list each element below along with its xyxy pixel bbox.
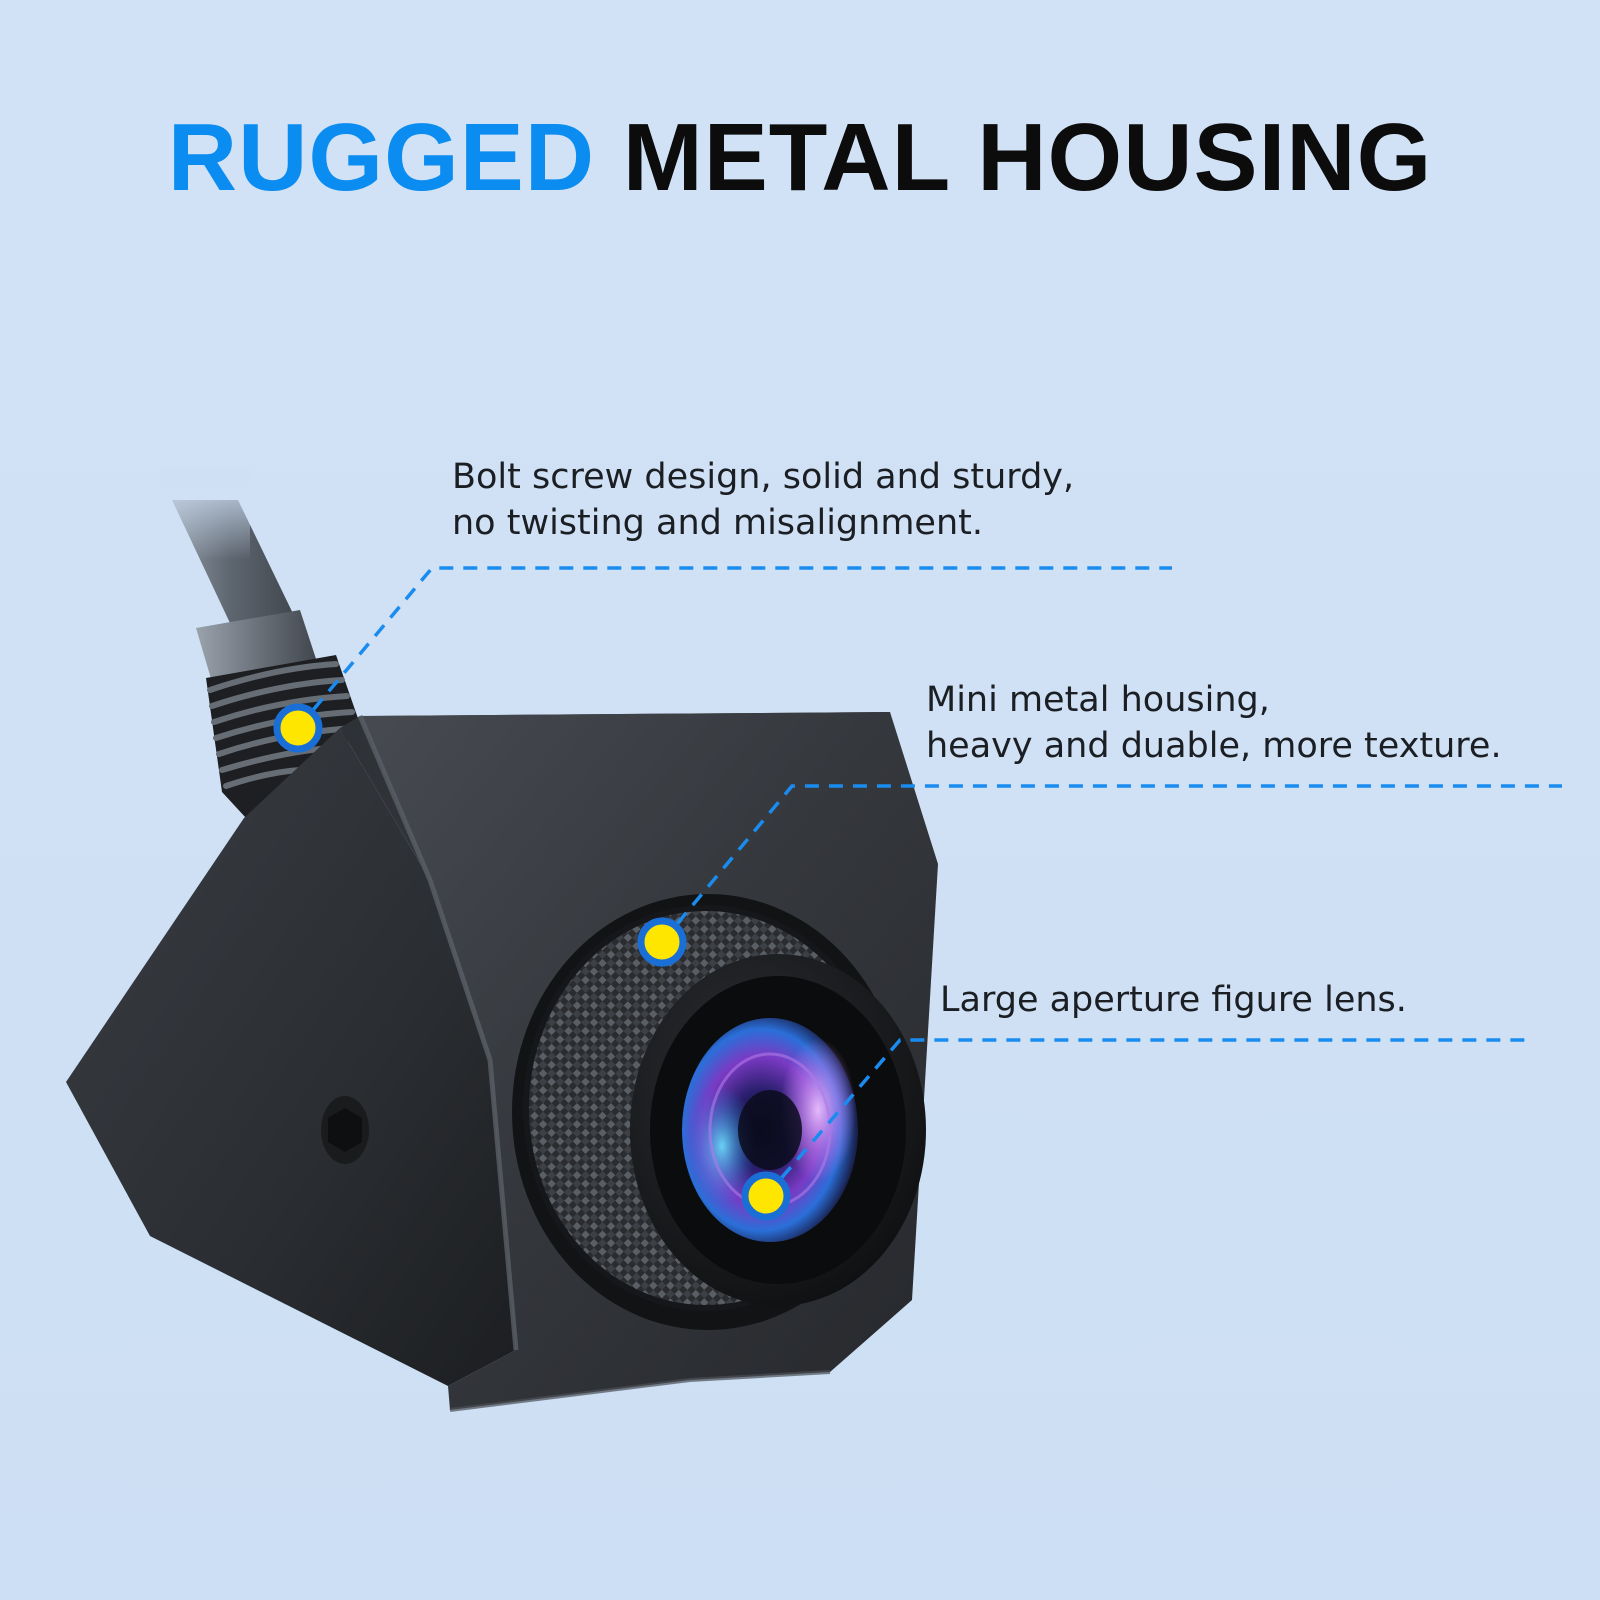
hotspot-marker-icon <box>273 703 323 753</box>
callout-metal-housing: Mini metal housing, heavy and duable, mo… <box>926 677 1502 769</box>
callout-bolt-screw: Bolt screw design, solid and sturdy, no … <box>452 454 1074 546</box>
headline-rest: METAL HOUSING <box>622 104 1433 211</box>
leader-lines <box>296 566 1562 1198</box>
housing-side <box>66 728 516 1386</box>
callout-text-line: Bolt screw design, solid and sturdy, <box>452 457 1075 497</box>
lens-glass <box>682 1018 858 1242</box>
callout-aperture-lens: Large aperture figure lens. <box>940 977 1407 1023</box>
leader-line-lens <box>764 1038 1534 1198</box>
headline-accent: RUGGED <box>167 104 596 211</box>
callout-text-line: heavy and duable, more texture. <box>926 726 1502 766</box>
hotspot-marker-icon <box>741 1171 791 1221</box>
callout-text-line: Mini metal housing, <box>926 680 1270 720</box>
callout-text-line: Large aperture figure lens. <box>940 980 1407 1020</box>
hex-screw-hole <box>321 1096 369 1164</box>
cable <box>160 470 318 682</box>
leader-line-bolt <box>296 566 1172 730</box>
callout-text-line: no twisting and misalignment. <box>452 503 983 543</box>
leader-line-housing <box>660 784 1562 944</box>
headline: RUGGED METAL HOUSING <box>0 110 1600 206</box>
hotspot-marker-icon <box>637 917 687 967</box>
